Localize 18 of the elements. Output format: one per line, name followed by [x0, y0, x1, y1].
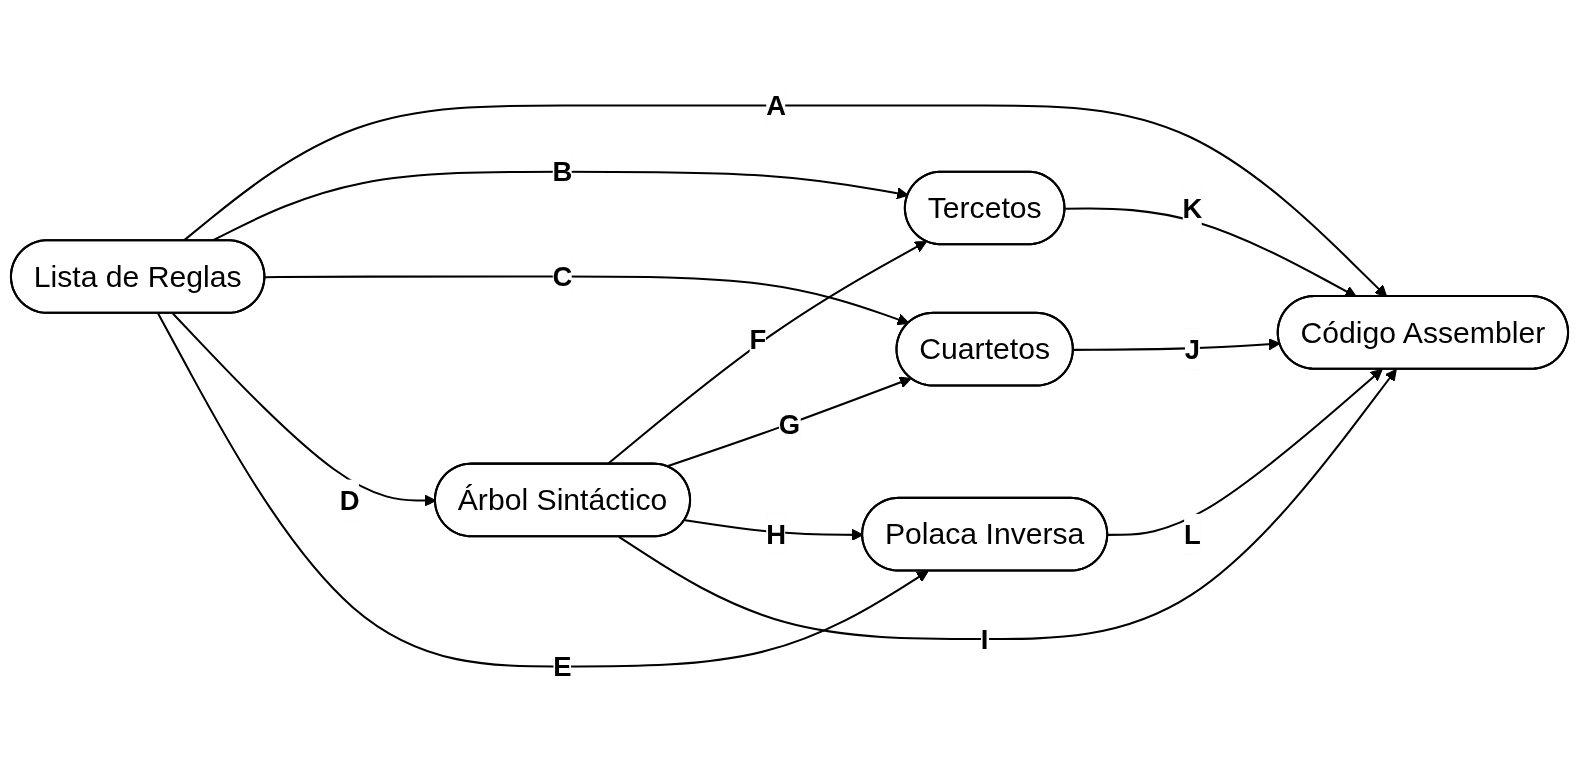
edge-label: H [766, 519, 786, 550]
arrow [1107, 368, 1383, 536]
edge-label: F [749, 324, 767, 355]
edge-label: C [552, 261, 573, 292]
edge-label: E [553, 651, 572, 682]
edge-label: B [552, 156, 573, 187]
edge-label: K [1182, 192, 1203, 224]
arrow [666, 376, 912, 468]
arrow [618, 368, 1397, 641]
edge-label: G [778, 409, 801, 440]
arrow [182, 104, 1388, 298]
edge-label: L [1184, 519, 1201, 550]
edge-label: I [980, 623, 989, 655]
edge-label: A [766, 90, 786, 121]
arrow [157, 313, 929, 668]
edge-label: J [1184, 334, 1201, 365]
arrow [265, 275, 910, 326]
edge-label: D [339, 484, 360, 516]
